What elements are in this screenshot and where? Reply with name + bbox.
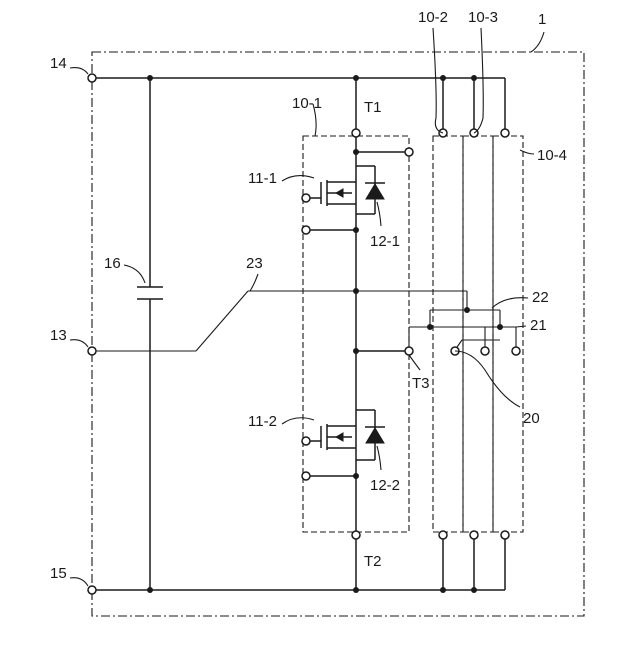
terminals xyxy=(88,74,520,594)
label-unit-10-1: 10-1 xyxy=(292,95,322,112)
negative-bus xyxy=(92,535,505,590)
label-terminal-15: 15 xyxy=(50,565,67,582)
label-diode-12-2: 12-2 xyxy=(370,477,400,494)
module-outline xyxy=(92,52,584,616)
unit-10-4-outline xyxy=(493,136,523,532)
label-line-20: 20 xyxy=(523,410,540,427)
unit-10-2-outline xyxy=(433,136,463,532)
label-diode-12-1: 12-1 xyxy=(370,233,400,250)
unit-10-3-outline xyxy=(463,136,493,532)
label-t1: T1 xyxy=(364,99,382,116)
label-switch-11-1: 11-1 xyxy=(248,170,277,187)
label-line-21: 21 xyxy=(530,317,547,334)
switch-11-2 xyxy=(306,410,375,476)
label-switch-11-2: 11-2 xyxy=(248,413,277,430)
line-22 xyxy=(430,310,500,327)
label-t3: T3 xyxy=(412,375,430,392)
label-unit-10-3: 10-3 xyxy=(468,9,498,26)
label-unit-10-2: 10-2 xyxy=(418,9,448,26)
label-line-23: 23 xyxy=(246,255,263,272)
label-t2: T2 xyxy=(364,553,382,570)
junction-dots xyxy=(147,75,503,593)
output-line-23 xyxy=(92,291,467,351)
label-capacitor-16: 16 xyxy=(104,255,121,272)
label-module-1: 1 xyxy=(538,11,546,28)
label-line-22: 22 xyxy=(532,289,549,306)
capacitor-16 xyxy=(137,78,163,590)
diode-12-2 xyxy=(365,427,385,443)
label-terminal-13: 13 xyxy=(50,327,67,344)
label-terminal-14: 14 xyxy=(50,55,67,72)
diode-12-1 xyxy=(365,183,385,199)
label-unit-10-4: 10-4 xyxy=(537,147,567,164)
